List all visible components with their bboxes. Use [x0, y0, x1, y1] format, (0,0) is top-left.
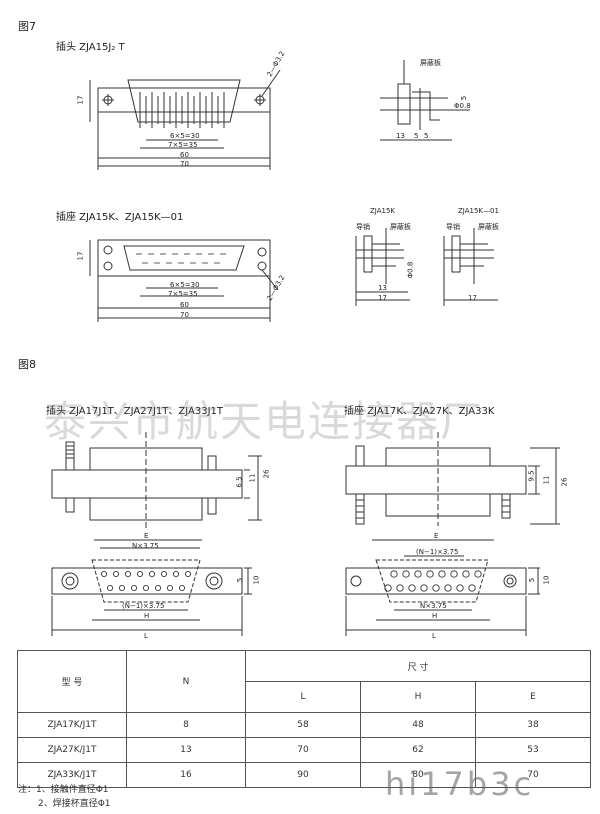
socket8-N1: (N−1)×3.75 [416, 548, 459, 556]
plug8-H: H [144, 612, 150, 620]
socket8-L: L [432, 632, 436, 640]
plug-side-d5a: 5 [414, 132, 419, 140]
header-size: 尺 寸 [245, 650, 591, 682]
socket-w70: 70 [180, 311, 189, 319]
header-model: 型 号 [17, 650, 127, 713]
plug8-E: E [144, 532, 149, 540]
watermark-bottom: hi17b3c [385, 765, 535, 803]
table-row: ZJA33K/J1T 16 90 80 70 [17, 762, 591, 788]
cell-n: 13 [126, 737, 246, 763]
socket8-d5: 5 [528, 577, 537, 583]
fig7-plug-label: 插头 ZJA15J₂ T [56, 42, 125, 53]
plug8-d11: 11 [248, 473, 257, 483]
plug-side-d13: 13 [396, 132, 405, 140]
plug8-d5: 5 [236, 577, 245, 583]
shield-label-2: 屏蔽板 [478, 223, 499, 231]
fig7-title: 图7 [18, 20, 36, 33]
plug8-screw-left [65, 441, 75, 471]
socket-side-w17a: 17 [378, 294, 387, 302]
plug-w60: 60 [180, 151, 189, 159]
plug-shell [127, 79, 241, 123]
header-n: N [126, 650, 246, 713]
plug-pitch6: 6×5=30 [170, 132, 200, 140]
guide-pin-label-1: 导销 [356, 223, 370, 231]
socket8-contacts [384, 570, 482, 592]
header-H: H [360, 681, 476, 713]
spec-table: 型 号 N 尺 寸 L H E ZJA17K/J1T 8 58 48 38 ZJ… [17, 650, 591, 788]
socket-pitch7: 7×5=35 [168, 290, 198, 298]
plug8-L: L [144, 632, 148, 640]
side-label-zja15k01: ZJA15K—01 [458, 207, 499, 215]
plug-shield-label: 屏蔽板 [420, 59, 441, 67]
socket8-d95: 9.5 [527, 470, 536, 482]
plug8-face [51, 567, 243, 595]
socket8-d11: 11 [542, 475, 551, 485]
plug-pitch7: 7×5=35 [168, 141, 198, 149]
cell-n: 8 [126, 712, 246, 738]
plug8-d10: 10 [252, 575, 261, 585]
table-row: ZJA17K/J1T 8 58 48 38 [17, 712, 591, 738]
socket-side-w17b: 17 [468, 294, 477, 302]
header-L: L [245, 681, 361, 713]
cell-L: 70 [245, 737, 361, 763]
socket8-d26: 26 [560, 477, 569, 487]
cell-H: 62 [360, 737, 476, 763]
socket-shell [123, 245, 245, 271]
fig7-socket-label: 插座 ZJA15K、ZJA15K—01 [56, 212, 184, 223]
socket8-E: E [434, 532, 439, 540]
socket8-H: H [432, 612, 438, 620]
plug8-contacts [100, 570, 192, 592]
socket8-face [345, 567, 527, 595]
cell-n: 16 [126, 762, 246, 788]
socket-w60: 60 [180, 301, 189, 309]
plug-side-d5b: 5 [424, 132, 429, 140]
socket8-flange [345, 465, 527, 495]
plug-side-phi: Φ0.8 [454, 102, 471, 110]
cell-L: 90 [245, 762, 361, 788]
cell-E: 53 [475, 737, 591, 763]
cell-L: 58 [245, 712, 361, 738]
socket8-d10: 10 [542, 575, 551, 585]
guide-pin-label-2: 导销 [446, 223, 460, 231]
plug-flange [97, 87, 271, 113]
plug8-N: N×3.75 [132, 542, 159, 550]
fig7-drawings [89, 60, 498, 322]
fig8-title: 图8 [18, 358, 36, 371]
cell-E: 38 [475, 712, 591, 738]
watermark-company: 泰兴市航天电连接器厂 [44, 397, 485, 446]
fig8-plug-label: 插头 ZJA17J1T、ZJA27J1T、ZJA33J1T [46, 406, 224, 417]
note-line-2: 2、焊接杯直径Φ1 [38, 799, 111, 809]
cell-model: ZJA27K/J1T [17, 737, 127, 763]
table-row: ZJA27K/J1T 13 70 62 53 [17, 737, 591, 763]
cell-E: 70 [475, 762, 591, 788]
cell-model: ZJA17K/J1T [17, 712, 127, 738]
socket-flange [97, 239, 271, 277]
plug8-d26: 26 [262, 469, 271, 479]
plug8-screw-right [207, 455, 217, 471]
cell-H: 48 [360, 712, 476, 738]
fig8-socket-label: 插座 ZJA17K、ZJA27K、ZJA33K [344, 406, 495, 417]
plug8-d65: 6.5 [235, 476, 244, 488]
socket-side-w13: 13 [378, 284, 387, 292]
plug8-flange [51, 469, 243, 499]
socket8-N: N×3.75 [420, 602, 447, 610]
note-line-1: 注：1、接触件直径Φ1 [18, 785, 109, 795]
header-E: E [475, 681, 591, 713]
side-label-zja15k: ZJA15K [370, 207, 396, 215]
plug-w70: 70 [180, 160, 189, 168]
cell-model: ZJA33K/J1T [17, 762, 127, 788]
plug8-N1: (N−1)×3.75 [122, 602, 165, 610]
socket-pitch6: 6×5=30 [170, 281, 200, 289]
socket8-screw-left [355, 493, 365, 525]
shield-label-1: 屏蔽板 [390, 223, 411, 231]
